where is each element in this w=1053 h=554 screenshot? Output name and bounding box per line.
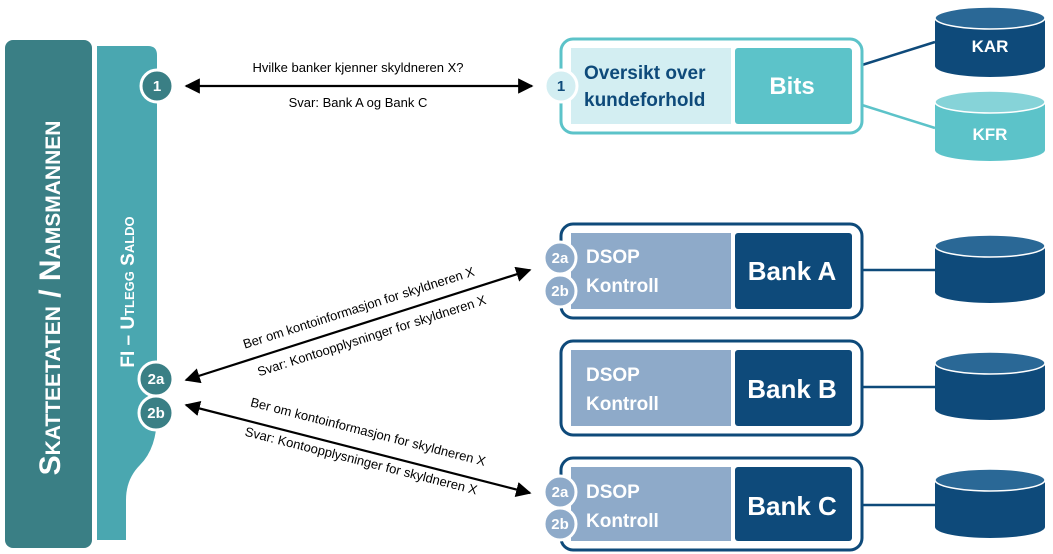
system-bar-label: FI – Utlegg Saldo — [118, 216, 139, 367]
bank-c-name: Bank C — [747, 491, 837, 521]
bank-c-box: DSOP Kontroll Bank C 2a 2b — [542, 456, 864, 552]
bits-name: Bits — [769, 73, 814, 100]
step-2a-badge: 2a — [137, 360, 175, 398]
bank-a-control-line2: Kontroll — [586, 276, 659, 297]
bank-b-name: Bank B — [747, 374, 837, 404]
bank-a-step-2a-label: 2a — [552, 250, 569, 267]
bank-c-database-icon — [934, 468, 1046, 538]
step-1-badge: 1 — [139, 68, 175, 104]
flow-q1-response: Svar: Bank A og Bank C — [289, 95, 428, 110]
step-2b-label: 2b — [147, 405, 165, 422]
bits-step-1-label: 1 — [557, 78, 565, 95]
link-bits-kar — [861, 40, 936, 67]
bank-a-step-2b-badge — [542, 273, 578, 309]
bank-a-name: Bank A — [748, 256, 837, 286]
bank-b-box: DSOP Kontroll Bank B — [559, 339, 864, 437]
kfr-label: KFR — [973, 125, 1008, 144]
kar-label: KAR — [972, 37, 1009, 56]
bank-b-control-line1: DSOP — [586, 365, 640, 386]
step-1-label: 1 — [153, 78, 161, 95]
bank-a-control-line1: DSOP — [586, 247, 640, 268]
bank-a-database-icon — [934, 234, 1046, 303]
bank-c-step-2b-badge — [542, 506, 578, 542]
arrow-bank-c — [184, 400, 532, 498]
bits-service-line2: kundeforhold — [584, 90, 705, 111]
bank-c-control-line2: Kontroll — [586, 511, 659, 532]
bank-b-database-icon — [934, 351, 1046, 420]
kar-database-icon: KAR — [934, 6, 1046, 77]
step-2b-badge: 2b — [137, 394, 175, 432]
bank-c-control-line1: DSOP — [586, 482, 640, 503]
bank-c-step-2b-label: 2b — [551, 516, 569, 533]
agency-bar — [5, 40, 92, 548]
kfr-database-icon: KFR — [934, 90, 1046, 161]
bank-a-step-2b-label: 2b — [551, 283, 569, 300]
bank-a-box: DSOP Kontroll Bank A 2a 2b — [542, 222, 864, 320]
bits-service-line1: Oversikt over — [584, 63, 706, 84]
bank-c-step-2a-label: 2a — [552, 484, 569, 501]
bits-box: Oversikt over kundeforhold Bits 1 — [543, 37, 864, 135]
flow-q1-request: Hvilke banker kjenner skyldneren X? — [253, 60, 464, 75]
bank-b-control-line2: Kontroll — [586, 394, 659, 415]
link-bits-kfr — [861, 103, 936, 130]
step-2a-label: 2a — [148, 371, 165, 388]
bits-step-1-badge — [543, 68, 579, 104]
agency-bar-label: Skatteetaten / Namsmannen — [34, 121, 67, 476]
arrow-bank-a — [184, 266, 532, 384]
